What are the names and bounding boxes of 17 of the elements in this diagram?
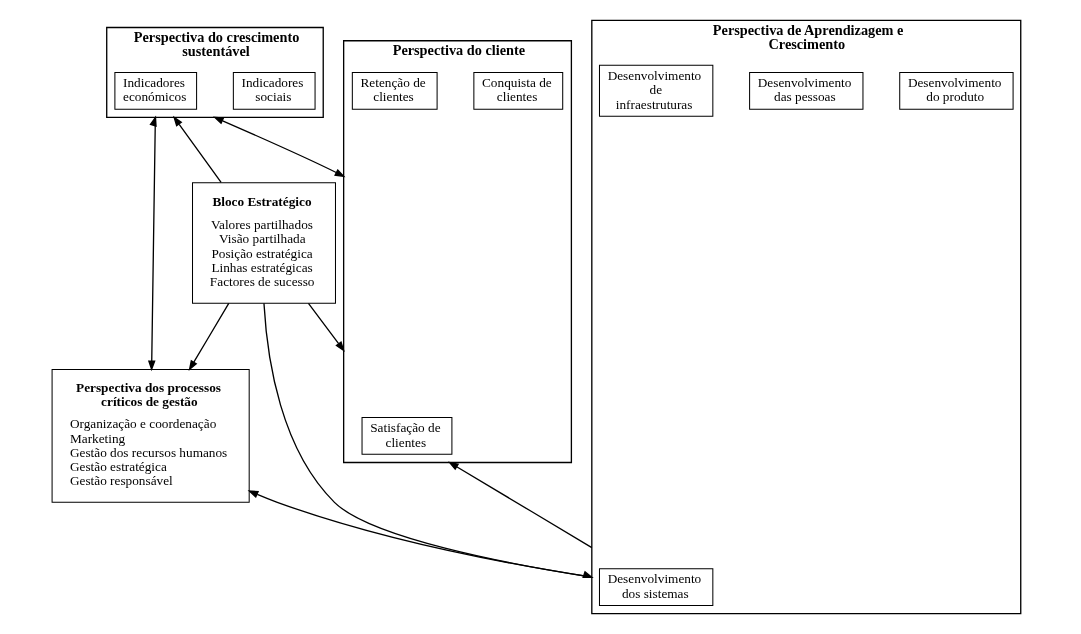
arrow [188,302,230,372]
arrow [212,116,346,178]
node-box: Desenvolvimento dos sistemas [598,568,714,606]
node-box: Indicadores económicos [114,71,198,110]
node-box: Bloco Estratégico Valores partilhados Visão partilhada Posição estratégica Linhas estratégicas Factores de sucesso [192,182,336,304]
node-box: Desenvolvimento do produto [899,71,1014,110]
node-box: Conquista de clientes [473,71,564,110]
arrow [147,115,157,372]
node-box: Retenção de clientes [351,71,438,110]
arrow [172,115,222,184]
node-box: Desenvolvimento de infraestruturas [598,64,714,117]
node-box: Satisfação de clientes [361,417,453,455]
node-box: Indicadores sociais [232,71,316,110]
arrow [307,302,345,352]
arrow [447,461,593,549]
node-box: Perspectiva dos processos críticos de gestão Organização e coordenação Marketing Gestão dos recursos humanos Gestão estratégica Gestão responsável [51,369,250,503]
node-box: Desenvolvimento das pessoas [749,71,864,110]
